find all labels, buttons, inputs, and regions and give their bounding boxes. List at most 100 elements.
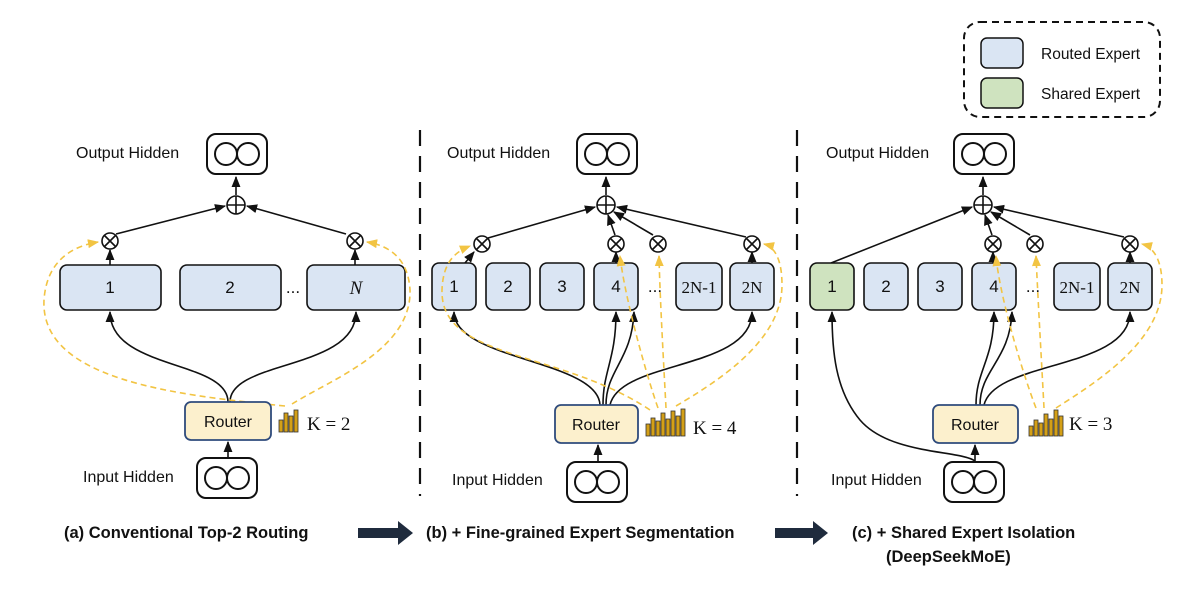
gate-arrow [615, 204, 747, 238]
output-hidden-label: Output Hidden [447, 145, 550, 162]
expert-box-2 [179, 264, 282, 311]
route-arrow [449, 310, 601, 406]
expert-box [729, 262, 775, 311]
multiply-icon [1026, 235, 1044, 253]
gate-dashed-arrow [675, 242, 783, 407]
multiply-icon [101, 232, 119, 250]
expert-label: 2N [1120, 278, 1141, 297]
gate-dashed-arrow [1055, 242, 1163, 409]
multiply-icon [346, 232, 364, 250]
route-arrow [979, 310, 1017, 406]
shared-route-arrow [827, 310, 976, 462]
progress-arrow-icon [775, 521, 828, 545]
expert-output-arrow [464, 251, 475, 264]
input-hidden-vector [943, 461, 1005, 503]
gate-arrow [613, 211, 654, 236]
input-hidden-label: Input Hidden [452, 472, 543, 489]
router-box [554, 404, 639, 444]
input-hidden-vector [566, 461, 628, 503]
output-hidden-label: Output Hidden [826, 145, 929, 162]
ellipsis: ... [648, 277, 662, 296]
expert-label: 3 [935, 277, 944, 296]
legend-routed-label: Routed Expert [1041, 46, 1141, 63]
route-arrow [975, 310, 999, 406]
progress-arrow-icon [358, 521, 413, 545]
expert-label: N [349, 278, 364, 299]
output-hidden-label: Output Hidden [76, 145, 179, 162]
gate-dashed-arrow [992, 254, 1037, 409]
expert-label: 3 [557, 277, 566, 296]
gate-arrow-1 [115, 204, 227, 235]
panel-a: Output Hidden 1 2 ... N Router K = 2 [43, 133, 411, 499]
multiply-icon [984, 235, 1002, 253]
k-label: K = 4 [693, 418, 737, 439]
multiply-icon [607, 235, 625, 253]
caption-a: (a) Conventional Top-2 Routing [64, 524, 308, 542]
legend-shared-label: Shared Expert [1041, 86, 1141, 103]
gate-arrow [990, 211, 1031, 236]
sum-icon [596, 195, 616, 215]
multiply-icon [743, 235, 761, 253]
route-arrow [983, 310, 1135, 406]
router-label: Router [204, 414, 253, 431]
panel-b: Output Hidden 1 2 3 4 ... 2N-1 2N [431, 133, 783, 503]
gate-arrow [487, 205, 597, 239]
output-hidden-vector [576, 133, 638, 175]
input-hidden-label: Input Hidden [83, 469, 174, 486]
gate-dashed-arrow [1031, 254, 1045, 409]
gate-dashed-arrow [43, 239, 286, 407]
input-hidden-label: Input Hidden [831, 472, 922, 489]
output-hidden-vector [953, 133, 1015, 175]
route-arrow [605, 310, 639, 406]
multiply-icon [649, 235, 667, 253]
gate-score-bars [278, 409, 299, 433]
legend-routed-swatch [980, 37, 1024, 69]
expert-label: 2N [742, 278, 763, 297]
sum-icon [226, 195, 246, 215]
gate-dashed-arrow [654, 254, 667, 409]
sum-icon [973, 195, 993, 215]
shared-to-sum-arrow [830, 206, 974, 264]
expert-label: 1 [449, 277, 458, 296]
expert-label: 2N-1 [682, 278, 717, 297]
expert-box [1053, 262, 1101, 311]
gate-dashed-arrow [441, 245, 651, 411]
router-box [932, 404, 1019, 444]
caption-b: (b) + Fine-grained Expert Segmentation [426, 524, 735, 542]
expert-label: 1 [105, 278, 114, 297]
caption-c-subtitle: (DeepSeekMoE) [886, 548, 1011, 566]
gate-dashed-arrow [291, 239, 411, 405]
output-hidden-vector [206, 133, 268, 175]
k-label: K = 3 [1069, 414, 1112, 435]
gate-dashed-arrow [616, 254, 659, 409]
k-label: K = 2 [307, 414, 350, 435]
legend: Routed Expert Shared Expert [963, 21, 1161, 118]
expert-box [675, 262, 723, 311]
expert-label: 2 [881, 277, 890, 296]
expert-box [1107, 262, 1153, 311]
input-hidden-vector [196, 457, 258, 499]
gate-arrow [984, 213, 993, 236]
expert-label: 4 [989, 277, 998, 296]
expert-box [863, 262, 909, 311]
expert-label: 2 [225, 278, 234, 297]
route-arrow [229, 310, 361, 403]
multiply-icon [473, 235, 491, 253]
legend-shared-swatch [980, 77, 1024, 109]
route-arrow [609, 310, 757, 406]
expert-label: 2 [503, 277, 512, 296]
router-label: Router [572, 417, 621, 434]
expert-label: 1 [827, 277, 836, 296]
route-arrow [105, 310, 229, 403]
gate-arrow [992, 204, 1125, 238]
ellipsis: ... [1026, 277, 1040, 296]
expert-label: 4 [611, 277, 620, 296]
gate-arrow-n [245, 204, 347, 235]
multiply-icon [1121, 235, 1139, 253]
gate-arrow [607, 213, 616, 236]
router-label: Router [951, 417, 1000, 434]
ellipsis: ... [286, 278, 300, 297]
legend-border [963, 21, 1161, 118]
